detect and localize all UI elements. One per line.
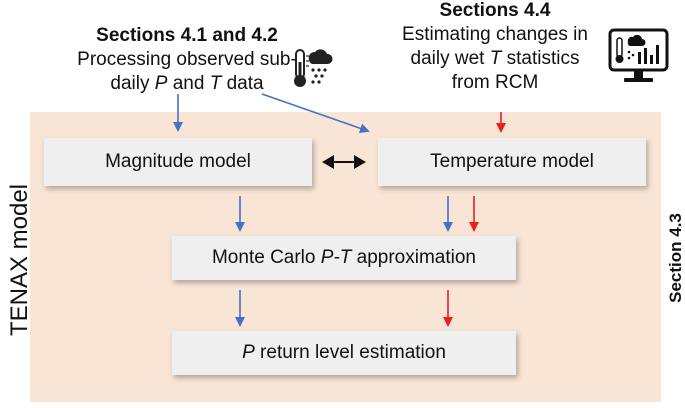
computer-monitor-climate-icon — [608, 28, 669, 82]
weather-thermometer-rain-icon — [294, 49, 333, 87]
right-header-line2: daily wet T statistics — [410, 48, 580, 69]
magnitude-model-box: Magnitude model — [44, 138, 312, 186]
return-level-label: P return level estimation — [242, 342, 446, 363]
left-header-line2: daily P and T data — [110, 73, 264, 94]
right-header-title: Sections 4.4 — [439, 0, 551, 21]
double-arrow-icon — [322, 155, 366, 169]
return-level-box: P return level estimation — [172, 331, 516, 375]
temperature-model-box: Temperature model — [378, 138, 646, 186]
monte-carlo-box: Monte Carlo P-T approximation — [172, 236, 516, 280]
right-header-line3: from RCM — [451, 72, 539, 93]
left-header-title: Sections 4.1 and 4.2 — [96, 25, 278, 46]
arrow-left-header-to-temperature — [261, 93, 370, 134]
left-header: Sections 4.1 and 4.2 Processing observed… — [52, 24, 322, 96]
monte-carlo-label: Monte Carlo P-T approximation — [211, 247, 476, 268]
right-header-line1: Estimating changes in — [402, 24, 588, 45]
temperature-model-label: Temperature model — [430, 151, 594, 172]
left-header-line1: Processing observed sub- — [77, 49, 297, 70]
magnitude-model-label: Magnitude model — [105, 151, 251, 172]
right-header: Sections 4.4 Estimating changes in daily… — [380, 0, 610, 95]
